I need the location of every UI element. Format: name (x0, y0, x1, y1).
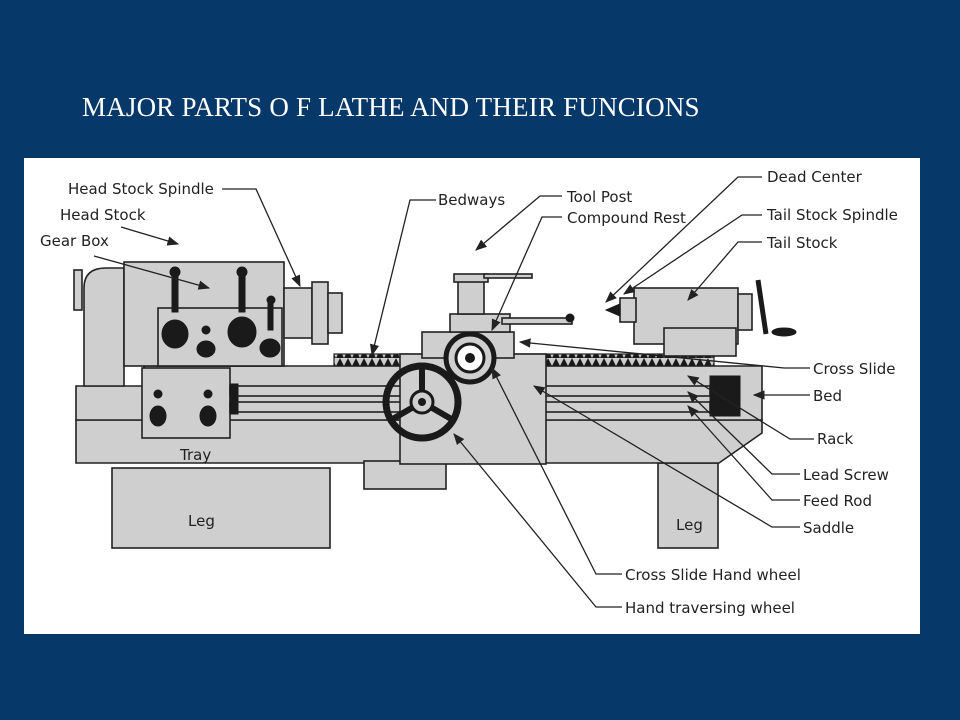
label-compound-rest: Compound Rest (567, 209, 686, 227)
label-tail-stock: Tail Stock (766, 234, 838, 252)
tool-post-handle (483, 273, 533, 279)
label-tray: Tray (179, 446, 211, 464)
chuck-jaws (327, 292, 343, 334)
drive-pulley (73, 269, 83, 311)
label-leg-right: Leg (676, 516, 703, 534)
gearbox-front (141, 367, 231, 439)
tail-stock-base (663, 327, 737, 357)
spindle-housing (283, 287, 313, 339)
gear-box (83, 267, 125, 387)
chuck (311, 281, 329, 345)
gear-box-levers (149, 389, 217, 427)
tail-stock-spindle (619, 297, 637, 323)
label-rack: Rack (817, 430, 854, 448)
lathe-diagram-panel: Head Stock Spindle Head Stock Gear Box B… (24, 158, 920, 634)
tail-stock-wheel (737, 293, 753, 331)
compound-rest (449, 313, 511, 333)
label-lead-screw: Lead Screw (803, 466, 889, 484)
label-bed: Bed (813, 387, 842, 405)
label-cross-slide-hand-wheel: Cross Slide Hand wheel (625, 566, 801, 584)
hand-traversing-wheel-graphic (382, 362, 462, 442)
dead-center (604, 303, 621, 317)
end-bearing (709, 375, 741, 417)
tail-stock-handle-grip (771, 327, 797, 337)
label-cross-slide: Cross Slide (813, 360, 896, 378)
right-leg (657, 462, 719, 549)
label-tool-post: Tool Post (566, 188, 632, 206)
label-tail-stock-spindle: Tail Stock Spindle (766, 206, 898, 224)
label-bedways: Bedways (438, 191, 505, 209)
part-labels: Head Stock Spindle Head Stock Gear Box B… (40, 168, 898, 617)
label-feed-rod: Feed Rod (803, 492, 872, 510)
left-leg (111, 467, 331, 549)
label-head-stock-spindle: Head Stock Spindle (68, 180, 214, 198)
leader-lines (93, 176, 814, 608)
label-dead-center: Dead Center (767, 168, 863, 186)
tail-stock-handle (755, 279, 769, 335)
label-hand-traversing-wheel: Hand traversing wheel (625, 599, 795, 617)
apron-bottom (363, 460, 447, 490)
feed-knob (565, 313, 575, 323)
slide-title: MAJOR PARTS O F LATHE AND THEIR FUNCIONS (82, 92, 700, 122)
lathe-diagram: Head Stock Spindle Head Stock Gear Box B… (40, 168, 898, 617)
lathe-machine (73, 261, 797, 549)
label-leg-left: Leg (188, 512, 215, 530)
cross-slide-hand-wheel-graphic (443, 331, 497, 385)
label-gear-box: Gear Box (40, 232, 109, 250)
tool-post-cap (453, 273, 489, 283)
head-stock-levers (161, 266, 281, 358)
label-saddle: Saddle (803, 519, 854, 537)
rod-bearing (229, 383, 239, 415)
label-head-stock: Head Stock (60, 206, 146, 224)
cross-feed-screw (501, 317, 573, 325)
